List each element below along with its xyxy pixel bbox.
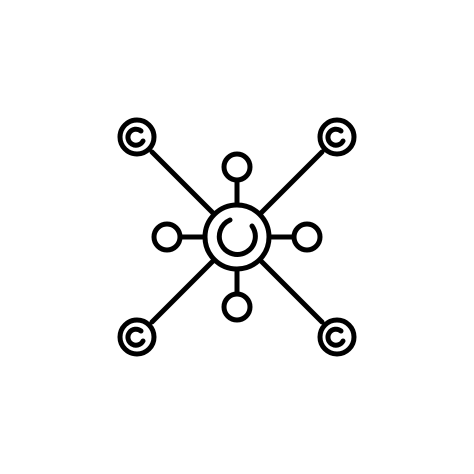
satellite-node-left (151, 221, 183, 253)
spoke-top-left (149, 149, 217, 217)
satellite-node-bottom (221, 291, 253, 323)
hub-outer-ring (202, 202, 272, 272)
spoke-top-right (257, 149, 325, 217)
corner-node-top-right (317, 117, 357, 157)
hub-inner-arc (216, 217, 258, 257)
corner-node-top-left (117, 117, 157, 157)
spoke-bottom-right (257, 257, 325, 325)
satellite-node-top (221, 151, 253, 183)
spoke-bottom-left (149, 257, 217, 325)
corner-node-bottom-left (117, 317, 157, 357)
corner-node-bottom-right (317, 317, 357, 357)
satellite-node-right (291, 221, 323, 253)
